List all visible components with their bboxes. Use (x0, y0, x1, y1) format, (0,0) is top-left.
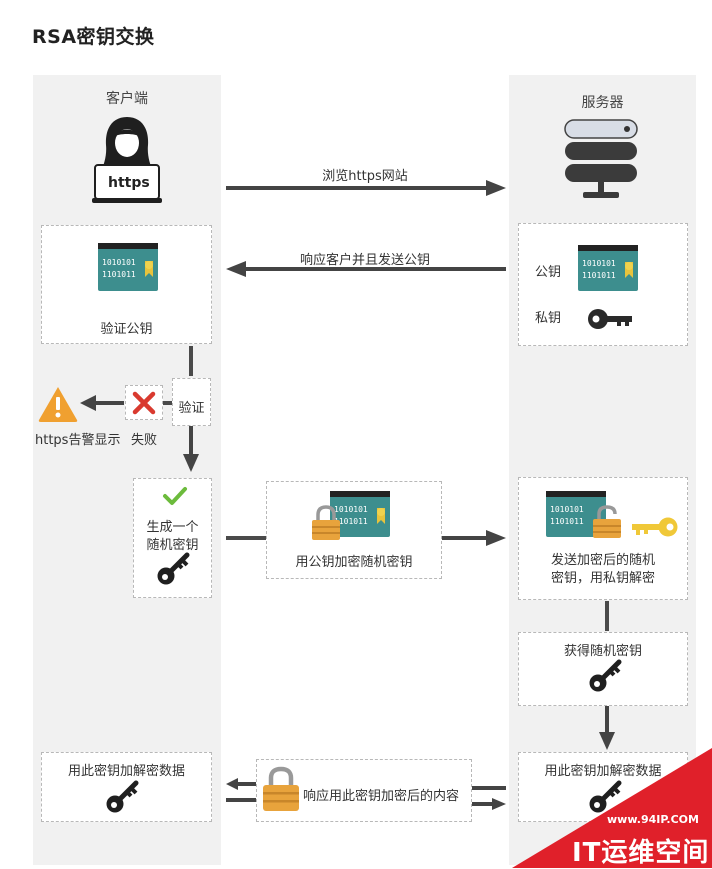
server-encrypted-cert-icon: 1010101 1101011 (546, 491, 606, 537)
random-key-icon (157, 552, 190, 585)
server-icon (564, 119, 638, 198)
arrows-right-content (472, 786, 506, 810)
client-data-box (41, 752, 212, 822)
padlock-icon (312, 505, 340, 540)
warning-label: https告警显示 (35, 433, 121, 448)
arrow-down-generate (183, 426, 199, 472)
checkmark-icon (163, 487, 187, 505)
private-key-label: 私钥 (535, 311, 562, 326)
arrow-right-browse (226, 180, 506, 196)
server-certificate-icon: 1010101 1101011 (578, 245, 638, 291)
client-lane (33, 75, 221, 865)
fail-label: 失败 (131, 433, 158, 448)
watermark-brand: IT运维空间 (572, 838, 710, 868)
svg-text:1010101: 1010101 (550, 505, 584, 514)
client-data-key-icon (106, 780, 139, 813)
encrypt-key-label: 用公钥加密随机密钥 (295, 555, 413, 570)
error-x-icon (132, 391, 156, 415)
gold-key-icon (632, 517, 678, 537)
server-padlock-icon (593, 505, 621, 538)
connector-verify-down (189, 346, 193, 376)
warning-icon (38, 387, 78, 422)
watermark-banner (512, 748, 712, 868)
svg-text:1101011: 1101011 (334, 517, 368, 526)
arrow-left-warning (80, 395, 124, 411)
diagram-title: RSA密钥交换 (32, 26, 155, 48)
verify-pubkey-label: 验证公钥 (100, 322, 153, 337)
server-data-key-icon (589, 780, 622, 813)
arrows-left-content (226, 778, 258, 802)
svg-text:1101011: 1101011 (102, 270, 136, 279)
client-title: 客户端 (106, 91, 148, 107)
arrow-left-pubkey (226, 261, 506, 277)
certificate-icon: 1010101 1101011 (98, 243, 158, 291)
obtain-key-label: 获得随机密钥 (563, 644, 642, 659)
connector-to-encrypt (226, 536, 266, 540)
connector-verify-fail (163, 401, 172, 405)
msg-browse-label: 浏览https网站 (322, 169, 408, 184)
private-key-icon (588, 309, 632, 329)
laptop-https-label: https (108, 175, 150, 191)
arrow-down-server-data (599, 706, 615, 750)
encrypt-certificate-icon: 1010101 1101011 (330, 491, 390, 537)
generate-label-1: 生成一个 (146, 520, 199, 535)
server-decrypt-label-1: 发送加密后的随机 (550, 553, 655, 568)
arrow-right-encrypted-key (442, 530, 506, 546)
watermark-url: www.94IP.COM (607, 813, 699, 826)
server-data-label: 用此密钥加解密数据 (544, 764, 662, 779)
public-key-label: 公钥 (535, 265, 562, 280)
connector-decrypt-obtain (605, 601, 609, 631)
verify-step-label: 验证 (178, 401, 205, 416)
svg-text:1101011: 1101011 (582, 271, 616, 280)
respond-content-label: 响应用此密钥加密后的内容 (303, 789, 460, 804)
svg-text:1010101: 1010101 (334, 505, 368, 514)
svg-text:1010101: 1010101 (582, 259, 616, 268)
obtained-key-icon (589, 659, 622, 692)
verify-step-box (172, 378, 211, 426)
obtain-key-box (518, 632, 688, 706)
person-laptop-icon (92, 117, 162, 203)
client-data-label: 用此密钥加解密数据 (67, 764, 185, 779)
server-title: 服务器 (581, 95, 624, 111)
content-padlock-icon (263, 766, 299, 811)
server-decrypt-label-2: 密钥，用私钥解密 (550, 571, 655, 586)
svg-text:1010101: 1010101 (102, 258, 136, 267)
generate-label-2: 随机密钥 (146, 538, 199, 553)
msg-respond-pubkey-label: 响应客户并且发送公钥 (299, 253, 430, 268)
svg-text:1101011: 1101011 (550, 517, 584, 526)
